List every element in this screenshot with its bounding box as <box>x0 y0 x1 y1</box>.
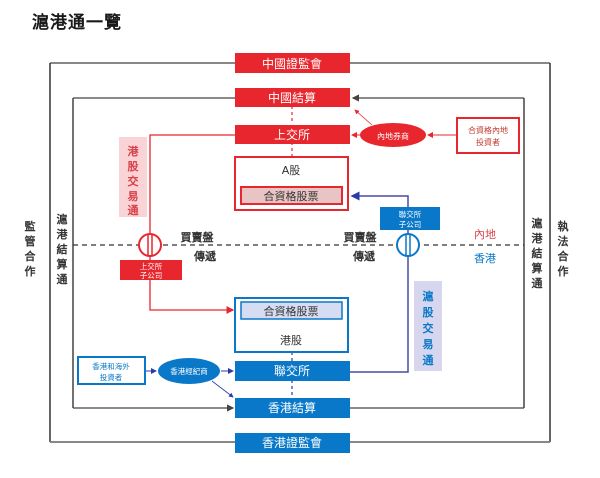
clearing-link-char: 結 <box>57 242 68 256</box>
sfc-label: 香港證監會 <box>262 435 322 450</box>
sse-box: 上交所 <box>235 125 350 144</box>
northbound-char: 股 <box>423 306 435 319</box>
northbound-path <box>350 191 409 373</box>
sehk-subsidiary-label-2: 子公司 <box>399 220 422 229</box>
csrc-box: 中國證監會 <box>235 53 350 73</box>
mainland-investor-label-2: 投資者 <box>476 137 500 147</box>
regulatory-coop-char: 合 <box>25 249 37 263</box>
hongkong-label: 香港 <box>474 252 496 265</box>
southbound-char: 股 <box>128 160 140 173</box>
a-shares-label: A股 <box>282 164 301 177</box>
left-inner-label: 滬 港 結 算 通 <box>56 212 69 286</box>
h-shares-label: 港股 <box>280 334 302 347</box>
arrow-broker-to-chinaclear <box>354 109 373 126</box>
northbound-label: 滬 股 交 易 通 <box>414 281 442 371</box>
sse-label: 上交所 <box>274 127 310 142</box>
southbound-path <box>149 134 235 314</box>
regulatory-coop-char: 監 <box>25 219 36 233</box>
h-shares-box: 合資格股票 港股 <box>234 297 349 353</box>
order-routing-left-2: 傳遞 <box>193 249 217 263</box>
hk-broker-label: 香港經紀商 <box>170 366 208 376</box>
clearing-link-char: 算 <box>531 261 543 275</box>
clearing-link-char: 通 <box>57 273 68 286</box>
a-shares-box: A股 合資格股票 <box>234 156 349 211</box>
enforcement-coop-char: 執 <box>558 219 569 233</box>
hkscc-label: 香港結算 <box>268 400 316 415</box>
arrow-hk-broker-to-hkscc <box>211 380 234 398</box>
page-title: 滬港通一覽 <box>32 13 122 33</box>
northbound-char: 通 <box>423 354 434 367</box>
northbound-char: 滬 <box>423 289 434 303</box>
sse-subsidiary-label-1: 上交所 <box>140 261 163 271</box>
sse-subsidiary-box: 上交所 子公司 <box>120 260 182 280</box>
enforcement-coop-char: 法 <box>558 234 569 248</box>
clearing-link-char: 滬 <box>57 212 68 226</box>
eligible-h-shares-label: 合資格股票 <box>264 304 319 318</box>
right-outer-label: 執 法 合 作 <box>558 219 570 278</box>
outer-frame <box>49 62 551 443</box>
mainland-broker-label: 內地券商 <box>377 131 409 141</box>
regulatory-coop-char: 管 <box>25 234 36 248</box>
clearing-link-char: 滬 <box>532 216 543 230</box>
sse-subsidiary-gateway <box>138 233 162 257</box>
clearing-link-char: 結 <box>532 246 543 260</box>
csrc-label: 中國證監會 <box>262 56 322 71</box>
hk-broker-ellipse: 香港經紀商 <box>158 358 220 384</box>
clearing-link-char: 通 <box>532 277 543 290</box>
enforcement-coop-char: 合 <box>558 249 570 263</box>
northbound-char: 交 <box>423 321 434 335</box>
mainland-investor-box: 合資格內地 投資者 <box>456 117 520 154</box>
southbound-char: 通 <box>128 204 139 217</box>
mainland-label: 內地 <box>474 228 496 241</box>
northbound-char: 易 <box>423 338 434 351</box>
regulatory-coop-char: 作 <box>25 264 36 278</box>
sehk-subsidiary-gateway <box>396 233 420 257</box>
hk-investor-label-2: 投資者 <box>100 372 123 382</box>
inner-frame <box>72 94 525 412</box>
sehk-subsidiary-label-1: 聯交所 <box>399 209 422 219</box>
order-routing-right-2: 傳遞 <box>352 249 376 263</box>
mainland-broker-ellipse: 內地券商 <box>360 123 426 147</box>
southbound-char: 交 <box>128 174 139 188</box>
clearing-link-char: 算 <box>56 257 68 271</box>
sehk-subsidiary-box: 聯交所 子公司 <box>380 207 440 230</box>
hkex-label: 聯交所 <box>274 363 310 378</box>
eligible-a-shares-label: 合資格股票 <box>264 189 319 203</box>
order-routing-left-1: 買賣盤 <box>181 230 215 244</box>
mainland-investor-label-1: 合資格內地 <box>468 125 508 135</box>
clearing-link-char: 港 <box>57 227 69 241</box>
hk-investor-box: 香港和海外 投資者 <box>77 356 146 385</box>
left-outer-label: 監 管 合 作 <box>25 219 37 278</box>
chinaclear-box: 中國結算 <box>235 88 350 107</box>
sse-subsidiary-label-2: 子公司 <box>140 271 163 280</box>
order-routing-right-1: 買賣盤 <box>344 230 378 244</box>
southbound-label: 港 股 交 易 通 <box>119 137 147 217</box>
southbound-char: 易 <box>128 190 139 203</box>
hk-investor-label-1: 香港和海外 <box>92 361 130 371</box>
chinaclear-label: 中國結算 <box>268 90 316 105</box>
hkex-box: 聯交所 <box>235 361 350 381</box>
southbound-char: 港 <box>128 144 140 158</box>
enforcement-coop-char: 作 <box>558 264 569 278</box>
hkscc-box: 香港結算 <box>235 398 350 418</box>
clearing-link-char: 港 <box>532 231 544 245</box>
sfc-box: 香港證監會 <box>235 433 350 453</box>
right-inner-label: 滬 港 結 算 通 <box>531 216 544 290</box>
